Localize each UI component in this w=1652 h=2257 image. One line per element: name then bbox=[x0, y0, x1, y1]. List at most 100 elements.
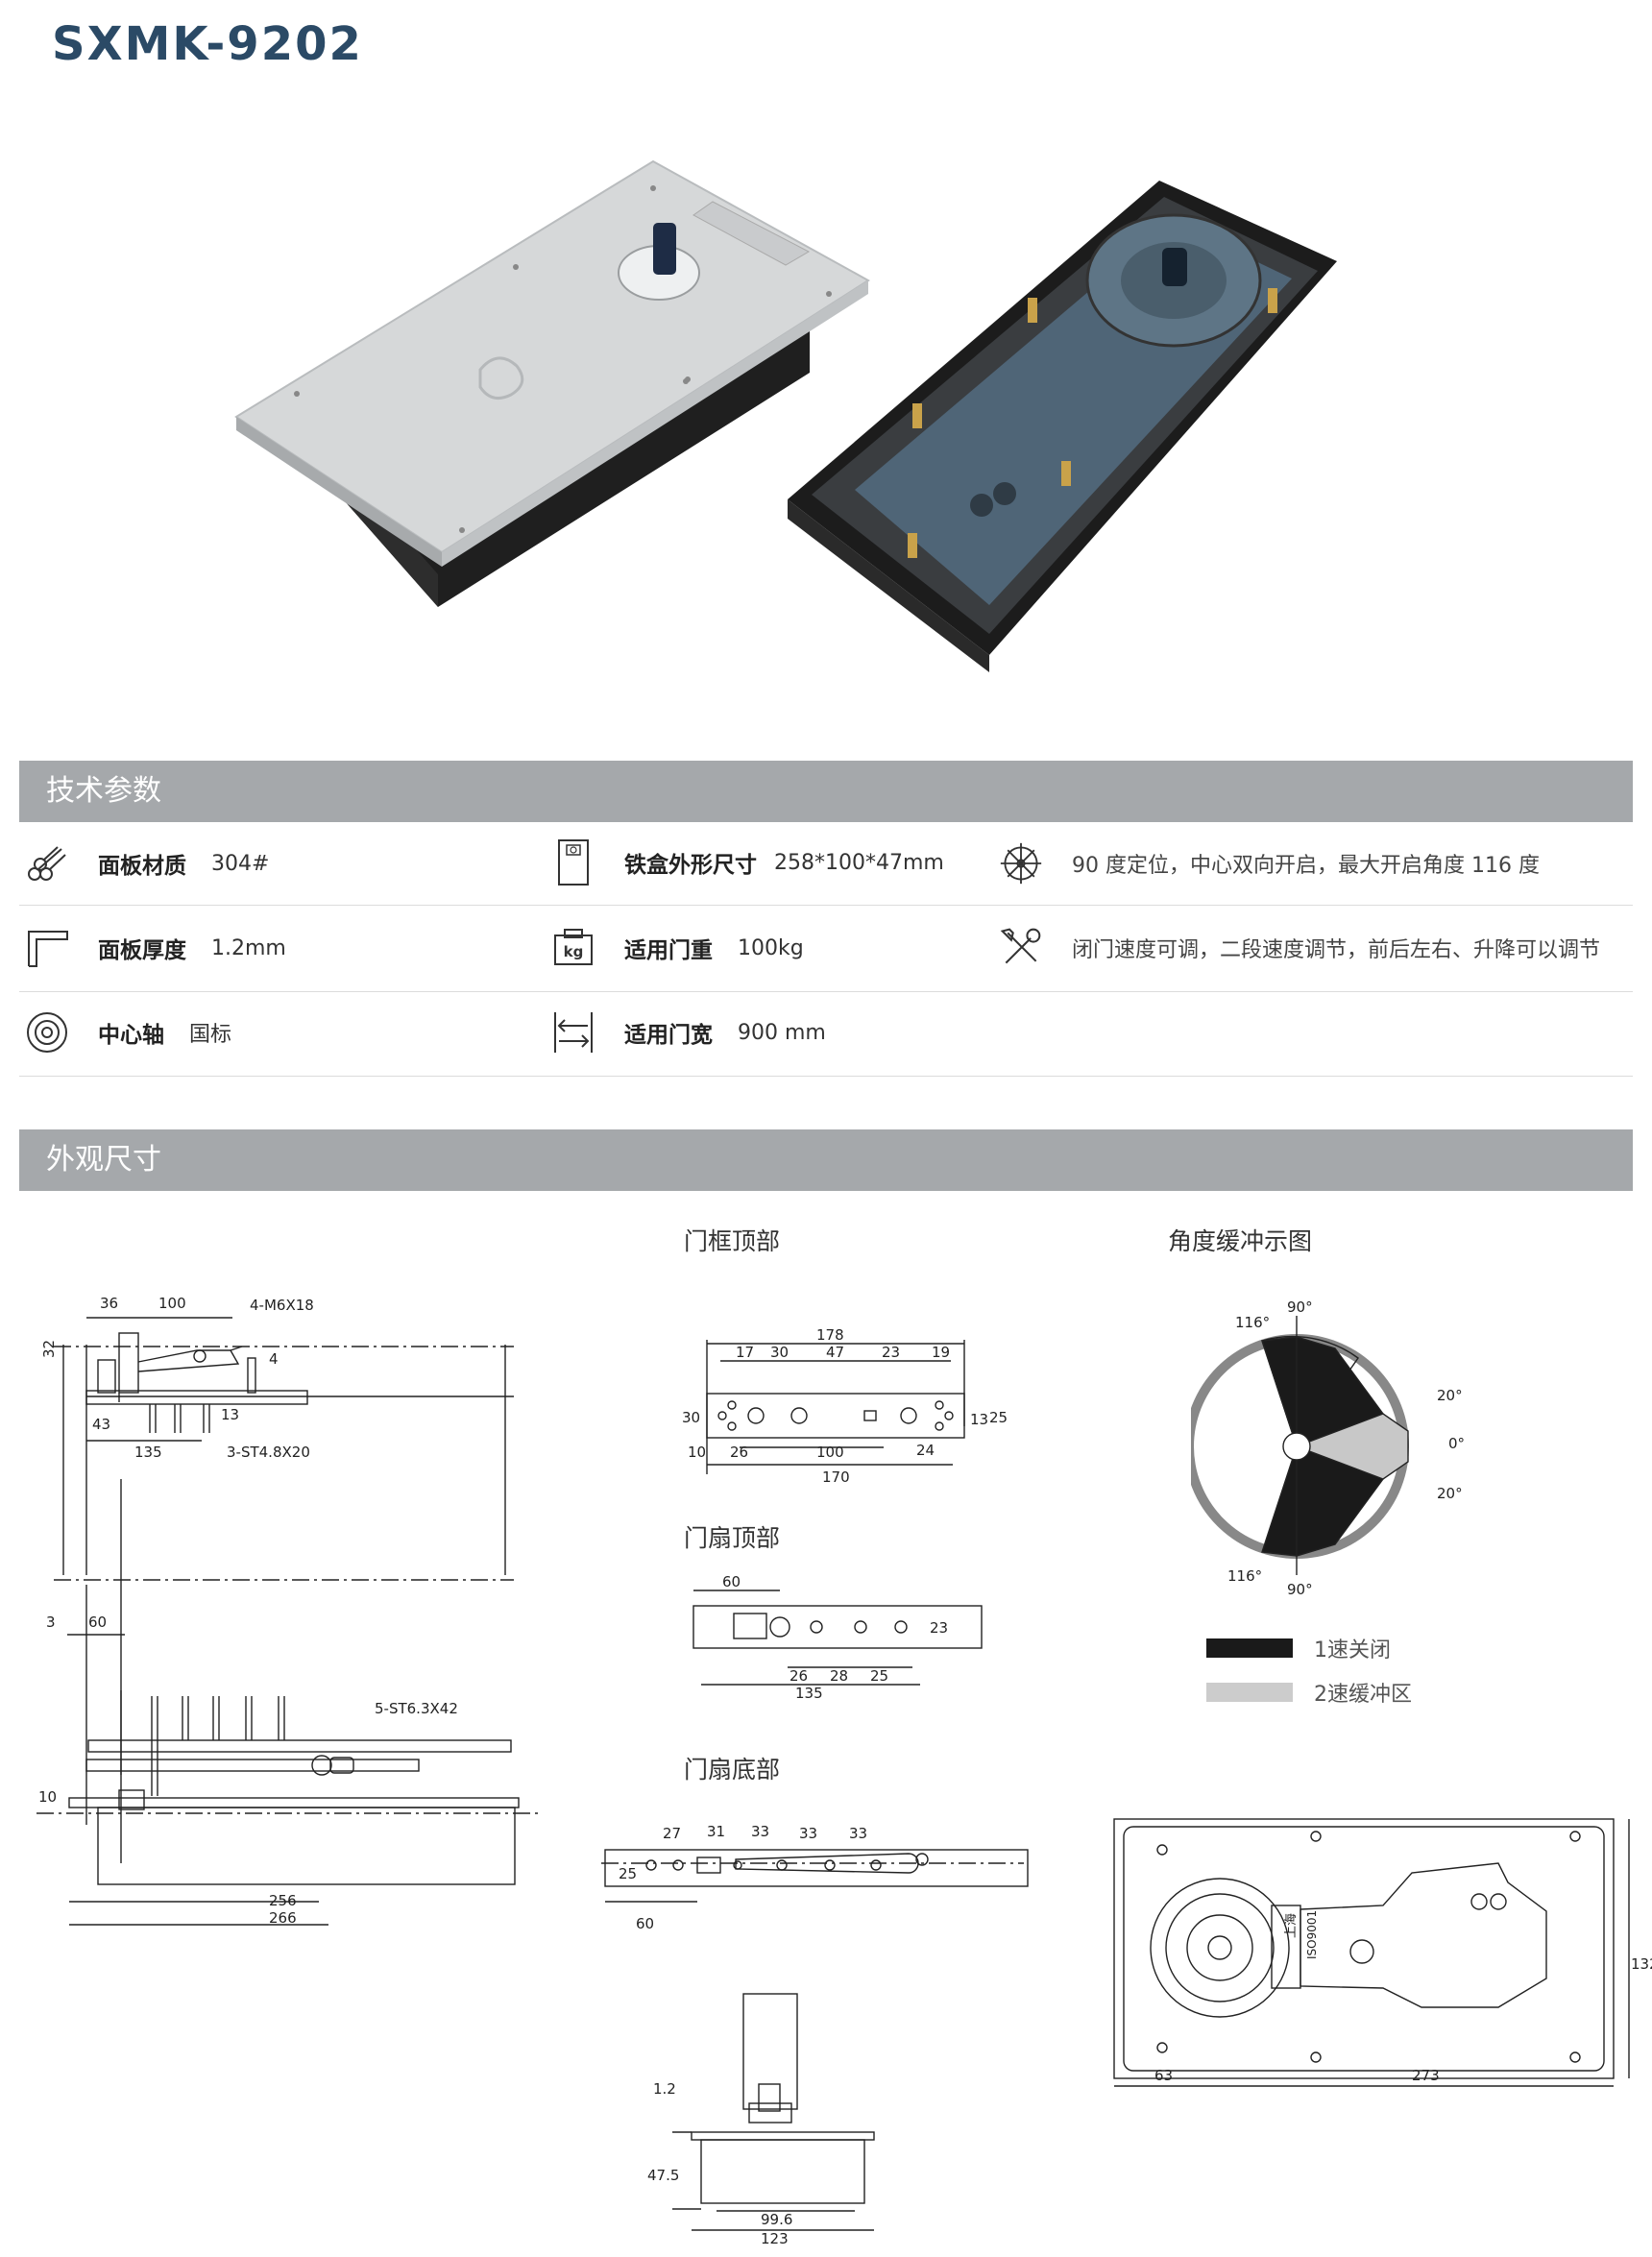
door-weight-value: 100kg bbox=[738, 935, 804, 960]
panel-material-value: 304# bbox=[211, 851, 270, 876]
section-dim-123: 123 bbox=[761, 2230, 789, 2247]
dim-23: 23 bbox=[882, 1344, 900, 1361]
dim-st48: 3-ST4.8X20 bbox=[227, 1444, 310, 1461]
frame-top-drawing: 178 17 30 47 23 19 30 25 13 10 26 100 24… bbox=[682, 1326, 1008, 1486]
leaf-top-drawing: 60 23 26 28 25 135 bbox=[692, 1573, 983, 1702]
leaf-bottom-dim-60: 60 bbox=[636, 1915, 654, 1932]
dim-32: 32 bbox=[40, 1340, 58, 1358]
angle-20-top: 20° bbox=[1437, 1387, 1463, 1404]
angle-116-bottom: 116° bbox=[1227, 1567, 1262, 1585]
center-axis-icon bbox=[27, 1012, 67, 1053]
dim-4: 4 bbox=[269, 1350, 279, 1368]
feature-positioning: 90 度定位，中心双向开启，最大开启角度 116 度 bbox=[1072, 854, 1540, 878]
dim-60: 60 bbox=[88, 1614, 107, 1631]
plan-dim-132: 132 bbox=[1631, 1955, 1652, 1973]
product-model-title: SXMK-9202 bbox=[52, 17, 363, 71]
section-view-drawing: 1.2 47.5 99.6 123 bbox=[647, 1993, 875, 2247]
dim-26: 26 bbox=[730, 1444, 748, 1461]
dim-43: 43 bbox=[92, 1416, 110, 1433]
panel-thickness-label: 面板厚度 bbox=[98, 938, 186, 963]
box-size-value: 258*100*47mm bbox=[774, 850, 944, 875]
dim-24: 24 bbox=[916, 1442, 935, 1459]
dim-3: 3 bbox=[46, 1614, 56, 1631]
panel-material-label: 面板材质 bbox=[98, 854, 186, 879]
leaf-bottom-drawing: 27 31 33 33 33 25 60 bbox=[601, 1823, 1029, 1932]
door-width-label: 适用门宽 bbox=[624, 1023, 713, 1048]
product-photos bbox=[234, 159, 1337, 672]
spec-row-1: 面板材质 304# 铁盒外形尺寸 258*100*47mm 90 度定位，中心双… bbox=[19, 824, 1633, 906]
leaf-bottom-dim-33b: 33 bbox=[799, 1825, 817, 1842]
door-width-arrows-icon bbox=[554, 1012, 593, 1053]
leaf-bottom-dim-27: 27 bbox=[663, 1825, 681, 1842]
dim-178: 178 bbox=[816, 1326, 844, 1344]
dim-st63: 5-ST6.3X42 bbox=[375, 1700, 458, 1717]
dim-19: 19 bbox=[932, 1344, 950, 1361]
angle-buffer-diagram: 116° 90° 20° 0° 20° 116° 90° bbox=[1191, 1298, 1465, 1598]
speed2-label: 2速缓冲区 bbox=[1314, 1683, 1412, 1707]
leaf-top-dim-23: 23 bbox=[930, 1619, 948, 1637]
dim-13: 13 bbox=[970, 1411, 988, 1428]
speed1-swatch bbox=[1206, 1638, 1293, 1658]
tech-spec-header: 技术参数 bbox=[19, 761, 1633, 822]
dim-25: 25 bbox=[989, 1409, 1008, 1426]
side-elevation-drawing: 36 100 4-M6X18 32 4 13 43 135 3-ST4.8X20… bbox=[36, 1295, 538, 1927]
leaf-bottom-dim-33a: 33 bbox=[751, 1823, 769, 1840]
plan-dim-63: 63 bbox=[1154, 2067, 1173, 2084]
section-dim-996: 99.6 bbox=[761, 2211, 792, 2228]
leaf-top-dim-135: 135 bbox=[795, 1685, 823, 1702]
positioning-wheel-icon bbox=[1000, 842, 1042, 885]
leaf-bottom-dim-33c: 33 bbox=[849, 1825, 867, 1842]
material-rods-icon bbox=[28, 846, 66, 881]
section-dim-12: 1.2 bbox=[653, 2080, 676, 2098]
thickness-angle-icon bbox=[28, 931, 68, 967]
dim-36: 36 bbox=[100, 1295, 118, 1312]
kg-icon-text: kg bbox=[564, 943, 584, 960]
angle-0: 0° bbox=[1448, 1435, 1465, 1452]
leaf-bottom-dim-31: 31 bbox=[707, 1823, 725, 1840]
spec-row-3: 中心轴 国标 适用门宽 900 mm bbox=[19, 991, 1633, 1077]
speed1-label: 1速关闭 bbox=[1314, 1638, 1391, 1662]
plan-view-drawing: 63 273 132 ISO9001 上海 bbox=[1113, 1818, 1652, 2087]
plan-iso-mark: ISO9001 bbox=[1305, 1910, 1319, 1959]
dim-m6: 4-M6X18 bbox=[250, 1297, 314, 1314]
speed2-swatch bbox=[1206, 1683, 1293, 1702]
leaf-top-dim-25: 25 bbox=[870, 1667, 888, 1685]
section-dim-475: 47.5 bbox=[647, 2167, 679, 2184]
leaf-top-title: 门扇顶部 bbox=[684, 1524, 781, 1552]
center-axis-value: 国标 bbox=[189, 1023, 232, 1047]
spec-row-2: 面板厚度 1.2mm kg 适用门重 100kg 闭门速度可调，二段速度调节，前… bbox=[19, 905, 1633, 992]
dim-13: 13 bbox=[221, 1406, 239, 1423]
angle-diagram-title: 角度缓冲示图 bbox=[1168, 1227, 1313, 1255]
weight-kg-icon: kg bbox=[554, 929, 593, 965]
dimensions-header: 外观尺寸 bbox=[19, 1129, 1633, 1191]
feature-adjustable: 闭门速度可调，二段速度调节，前后左右、升降可以调节 bbox=[1072, 938, 1601, 962]
center-axis-label: 中心轴 bbox=[98, 1023, 164, 1048]
leaf-top-dim-26: 26 bbox=[790, 1667, 808, 1685]
tools-wrench-icon bbox=[1000, 928, 1041, 964]
door-weight-label: 适用门重 bbox=[624, 938, 713, 963]
dim-170: 170 bbox=[822, 1468, 850, 1486]
angle-90-top: 90° bbox=[1287, 1298, 1313, 1316]
leaf-bottom-title: 门扇底部 bbox=[684, 1756, 781, 1784]
dim-10: 10 bbox=[38, 1788, 57, 1806]
leaf-top-dim-60: 60 bbox=[722, 1573, 741, 1590]
frame-top-title: 门框顶部 bbox=[684, 1227, 781, 1255]
dim-10: 10 bbox=[688, 1444, 706, 1461]
box-size-label: 铁盒外形尺寸 bbox=[624, 853, 757, 878]
legend-speed1: 1速关闭 bbox=[1206, 1633, 1391, 1663]
door-width-value: 900 mm bbox=[738, 1020, 826, 1045]
dim-17: 17 bbox=[736, 1344, 754, 1361]
open-unit-photo bbox=[788, 181, 1337, 672]
angle-90-bottom: 90° bbox=[1287, 1581, 1313, 1598]
dim-47: 47 bbox=[826, 1344, 844, 1361]
dim-100: 100 bbox=[158, 1295, 186, 1312]
plan-brand-mark: 上海 bbox=[1284, 1913, 1299, 1938]
closed-unit-photo bbox=[234, 159, 870, 607]
dim-135: 135 bbox=[134, 1444, 162, 1461]
legend-speed2: 2速缓冲区 bbox=[1206, 1677, 1412, 1708]
leaf-top-dim-28: 28 bbox=[830, 1667, 848, 1685]
dim-256: 256 bbox=[269, 1892, 297, 1909]
angle-20-bottom: 20° bbox=[1437, 1485, 1463, 1502]
dim-30a: 30 bbox=[770, 1344, 789, 1361]
dim-266: 266 bbox=[269, 1909, 297, 1927]
